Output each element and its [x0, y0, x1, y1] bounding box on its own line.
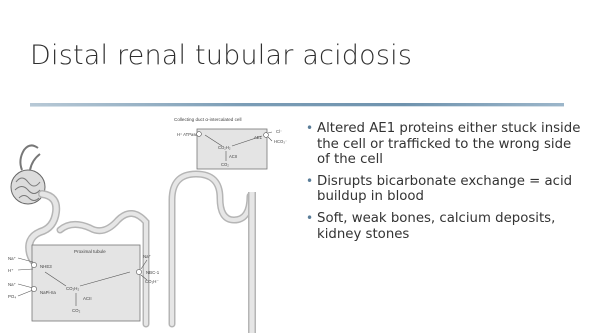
bullet-text: Disrupts bicarbonate exchange = acid bui… [317, 174, 572, 205]
ic-eq-bottom: CO₂ [221, 162, 229, 167]
bullet-dot-icon: • [306, 211, 313, 227]
napi-label: NaPi-IIa [40, 290, 56, 295]
proximal-tubule-caption: Proximal tubule [74, 249, 106, 254]
intercalated-cell-panel: Collecting duct α-intercalated cell H⁺ A… [174, 117, 287, 169]
intercalated-cell-caption: Collecting duct α-intercalated cell [174, 117, 242, 122]
hco3-out-label: HCO₃⁻ [274, 139, 287, 144]
pt-ion-4: PO₄ [8, 294, 16, 299]
bullet-dot-icon: • [306, 121, 313, 137]
title-divider-shadow [30, 106, 564, 107]
ascending-limb-shape [172, 174, 250, 324]
pt-ion-1: Na⁺ [8, 256, 16, 261]
pt-ion-3: Na⁺ [8, 282, 16, 287]
cl-ion-label: Cl⁻ [276, 129, 282, 134]
bullet-dot-icon: • [306, 174, 313, 190]
pt-na-right: Na⁺ [143, 254, 151, 259]
bullet-item: •Altered AE1 proteins either stuck insid… [306, 121, 586, 168]
ic-eq-top: CO₂H₂ [218, 145, 231, 150]
pt-eq-bottom: CO₂ [72, 308, 81, 313]
nhe3-label: NHE3 [40, 264, 52, 269]
h-atpase-label: H⁺ ATPase [177, 132, 198, 137]
bullet-list: •Altered AE1 proteins either stuck insid… [306, 121, 586, 248]
bullet-item: •Disrupts bicarbonate exchange = acid bu… [306, 174, 586, 205]
bullet-text: Altered AE1 proteins either stuck inside… [317, 121, 580, 167]
nephron-diagram: Collecting duct α-intercalated cell H⁺ A… [0, 112, 295, 333]
bullet-text: Soft, weak bones, calcium deposits, kidn… [317, 211, 555, 242]
slide-title: Distal renal tubular acidosis [30, 40, 412, 71]
pt-ion-2: H⁺ [8, 268, 14, 273]
bullet-item: •Soft, weak bones, calcium deposits, kid… [306, 211, 586, 242]
pt-eq-top: CO₂H₂ [66, 286, 79, 291]
pt-enzyme: ACII [83, 296, 92, 301]
ic-enzyme: ACII [229, 154, 237, 159]
nbc1-label: NBC-1 [146, 270, 160, 275]
